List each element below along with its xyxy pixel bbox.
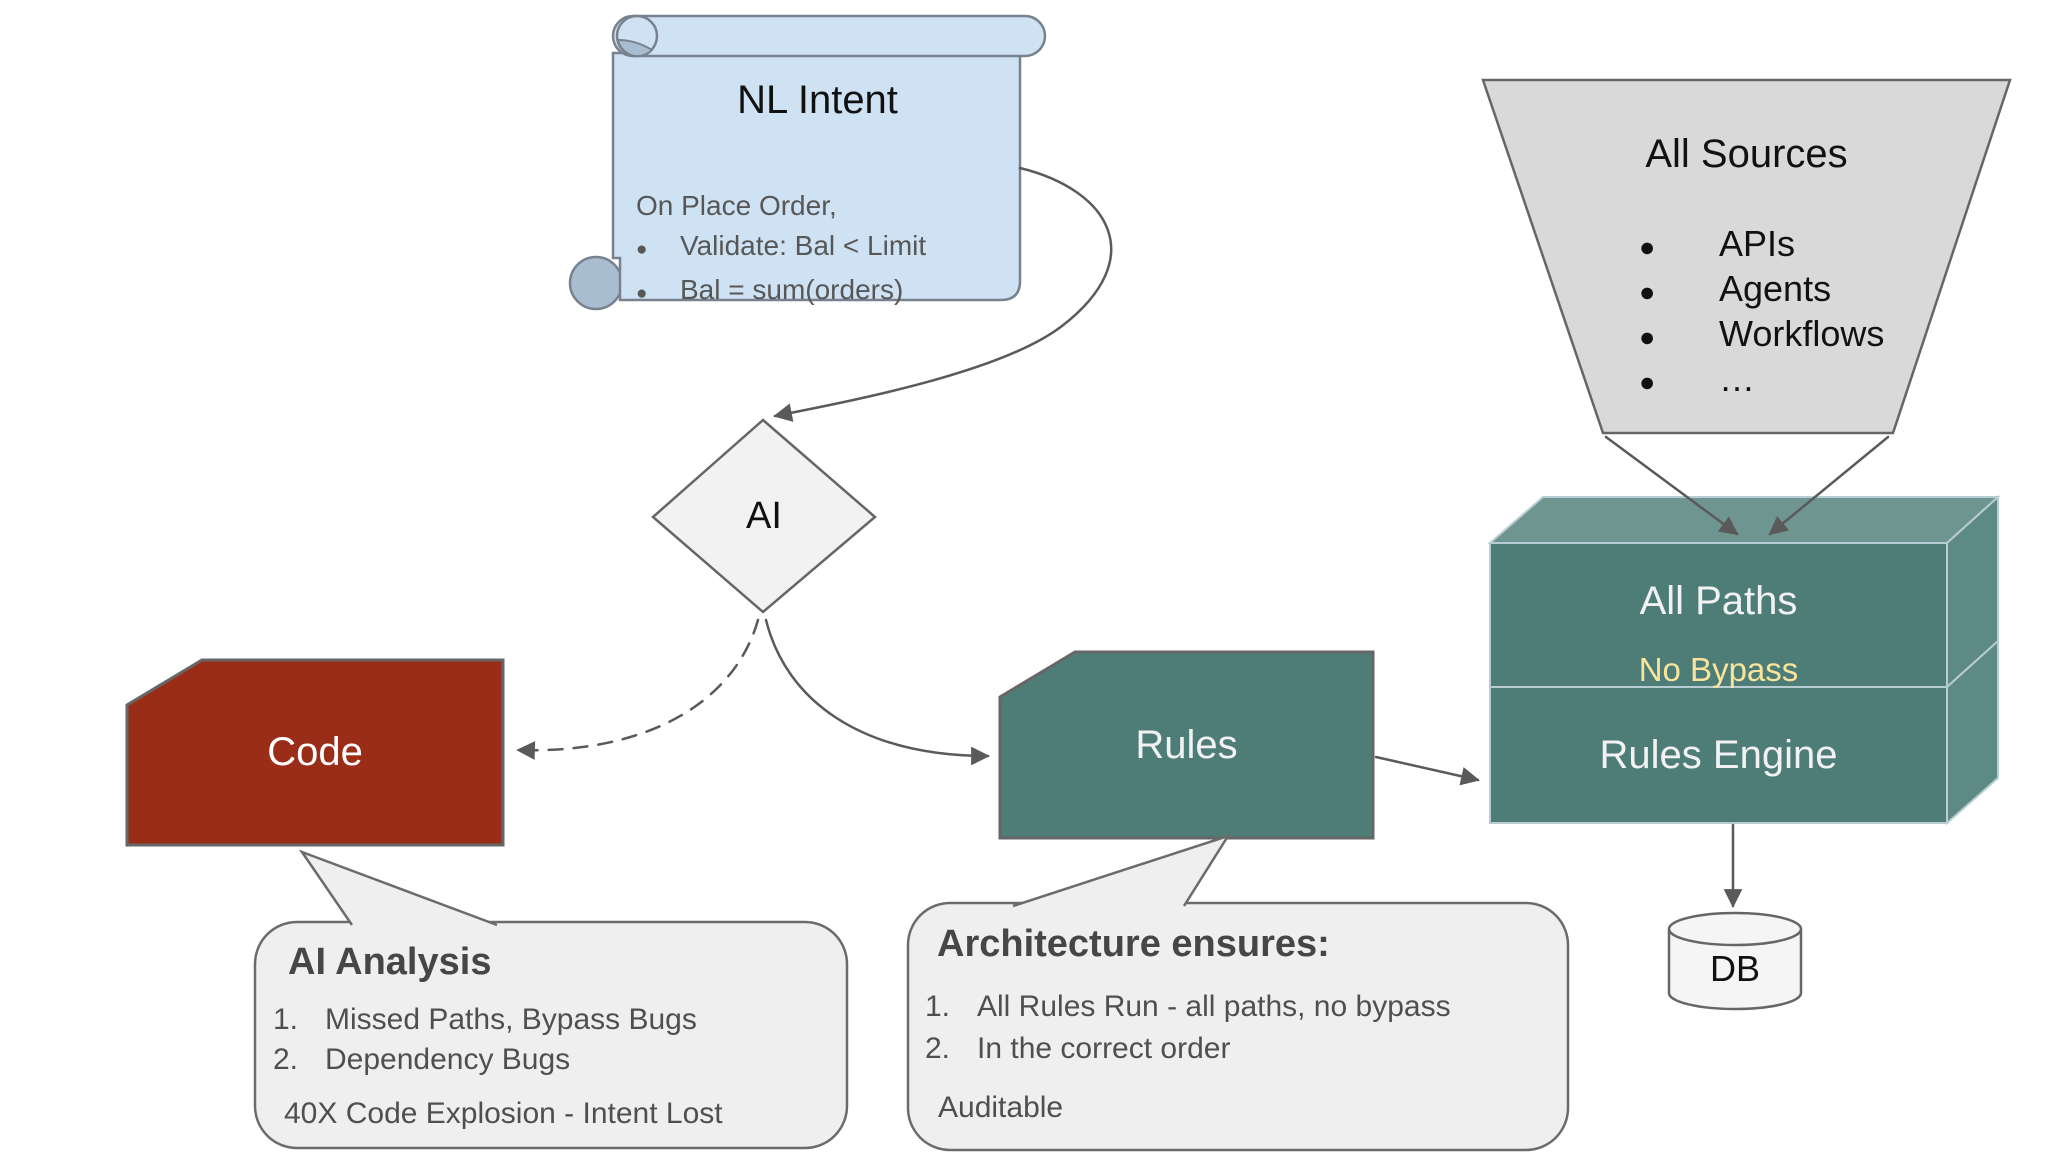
no-bypass-label: No Bypass (1638, 651, 1799, 688)
ai-analysis-item: 1. Missed Paths, Bypass Bugs (273, 1000, 697, 1040)
rules-card-label: Rules (1135, 723, 1238, 767)
nl-intent-title: NL Intent (737, 78, 898, 122)
connector-sources-right-to-box (1768, 435, 1890, 536)
architecture-title: Architecture ensures: (937, 923, 1330, 965)
ai-analysis-bubble-tail (298, 849, 498, 927)
ai-diamond (651, 418, 877, 614)
code-card (125, 658, 505, 847)
box-top-face (1487, 496, 2001, 544)
box-front-all-paths (1489, 542, 1948, 688)
ai-analysis-list: 1. Missed Paths, Bypass Bugs 2. Dependen… (273, 1000, 697, 1080)
db-cylinder-body (1667, 929, 1803, 1011)
architecture-bubble (906, 833, 1570, 1152)
all-sources-bullet-line: ● … (1639, 358, 1884, 403)
connectors (516, 166, 1890, 908)
scroll-bottom-curl (568, 255, 624, 311)
ai-analysis-item-text: Missed Paths, Bypass Bugs (325, 1003, 697, 1036)
list-number: 1. (925, 990, 951, 1023)
architecture-item-text: All Rules Run - all paths, no bypass (977, 990, 1451, 1023)
architecture-bubble-tail (1012, 833, 1231, 908)
connector-ai-to-code-dashed (516, 618, 760, 760)
all-sources-list: ● APIs ● Agents ● Workflows ● … (1639, 223, 1884, 403)
all-sources-bullet-text: … (1719, 358, 1755, 399)
rules-engine-label: Rules Engine (1599, 733, 1838, 777)
ai-analysis-title: AI Analysis (288, 941, 492, 983)
architecture-footer: Auditable (938, 1091, 1064, 1124)
bullet-icon: ● (1639, 322, 1656, 352)
list-number: 1. (273, 1003, 299, 1036)
nl-intent-bullet-line: ● Validate: Bal < Limit (636, 226, 926, 270)
ai-analysis-bubble (253, 849, 849, 1150)
nl-intent-intro-line: On Place Order, (636, 186, 926, 226)
all-sources-funnel (1481, 78, 2012, 435)
box-front-rules-engine (1489, 686, 1948, 824)
scroll-body (611, 51, 1022, 302)
ai-analysis-bubble-body (253, 920, 849, 1150)
bullet-icon: ● (1639, 232, 1656, 262)
architecture-item: 2. In the correct order (925, 1028, 1451, 1070)
bullet-icon: ● (1639, 277, 1656, 307)
list-number: 2. (925, 1032, 951, 1065)
all-sources-bullet-line: ● APIs (1639, 223, 1884, 268)
all-sources-title: All Sources (1645, 132, 1848, 176)
all-sources-bullet-line: ● Agents (1639, 268, 1884, 313)
ai-analysis-item-text: Dependency Bugs (325, 1043, 571, 1076)
ai-diamond-label: AI (746, 495, 782, 537)
architecture-bubble-body (906, 901, 1570, 1152)
nl-intent-bullet-text: Bal = sum(orders) (680, 274, 904, 305)
all-paths-label: All Paths (1639, 579, 1798, 623)
nl-intent-bullet-text: Validate: Bal < Limit (680, 230, 927, 261)
connector-intent-to-ai (773, 166, 1113, 422)
connector-ai-to-rules (764, 618, 990, 766)
bullet-icon: ● (636, 283, 648, 304)
bullet-icon: ● (636, 239, 648, 260)
scroll-top-roll (611, 14, 1047, 58)
architecture-item: 1. All Rules Run - all paths, no bypass (925, 986, 1451, 1028)
architecture-item-text: In the correct order (977, 1032, 1231, 1065)
ai-analysis-footer: 40X Code Explosion - Intent Lost (284, 1097, 723, 1130)
bullet-icon: ● (1639, 367, 1656, 397)
connector-sources-left-to-box (1604, 435, 1739, 536)
nl-intent-bullet-line: ● Bal = sum(orders) (636, 270, 926, 314)
all-sources-bullet-line: ● Workflows (1639, 313, 1884, 358)
rules-engine-box (1487, 494, 2001, 826)
rules-card (998, 650, 1375, 840)
connector-rules-to-box (1374, 755, 1480, 786)
all-sources-bullet-text: APIs (1719, 223, 1796, 264)
scroll-top-curl-shadow (616, 38, 654, 58)
db-cylinder (1667, 911, 1803, 1011)
code-card-label: Code (267, 730, 363, 774)
all-sources-bullet-text: Workflows (1719, 313, 1885, 354)
db-cylinder-top (1667, 911, 1803, 947)
ai-analysis-item: 2. Dependency Bugs (273, 1040, 697, 1080)
nl-intent-scroll (568, 14, 1047, 311)
list-number: 2. (273, 1043, 299, 1076)
db-label: DB (1709, 948, 1760, 989)
nl-intent-intro-text: On Place Order, (636, 190, 837, 221)
architecture-list: 1. All Rules Run - all paths, no bypass … (925, 986, 1451, 1070)
nl-intent-body: On Place Order, ● Validate: Bal < Limit … (636, 186, 926, 314)
all-sources-bullet-text: Agents (1719, 268, 1832, 309)
